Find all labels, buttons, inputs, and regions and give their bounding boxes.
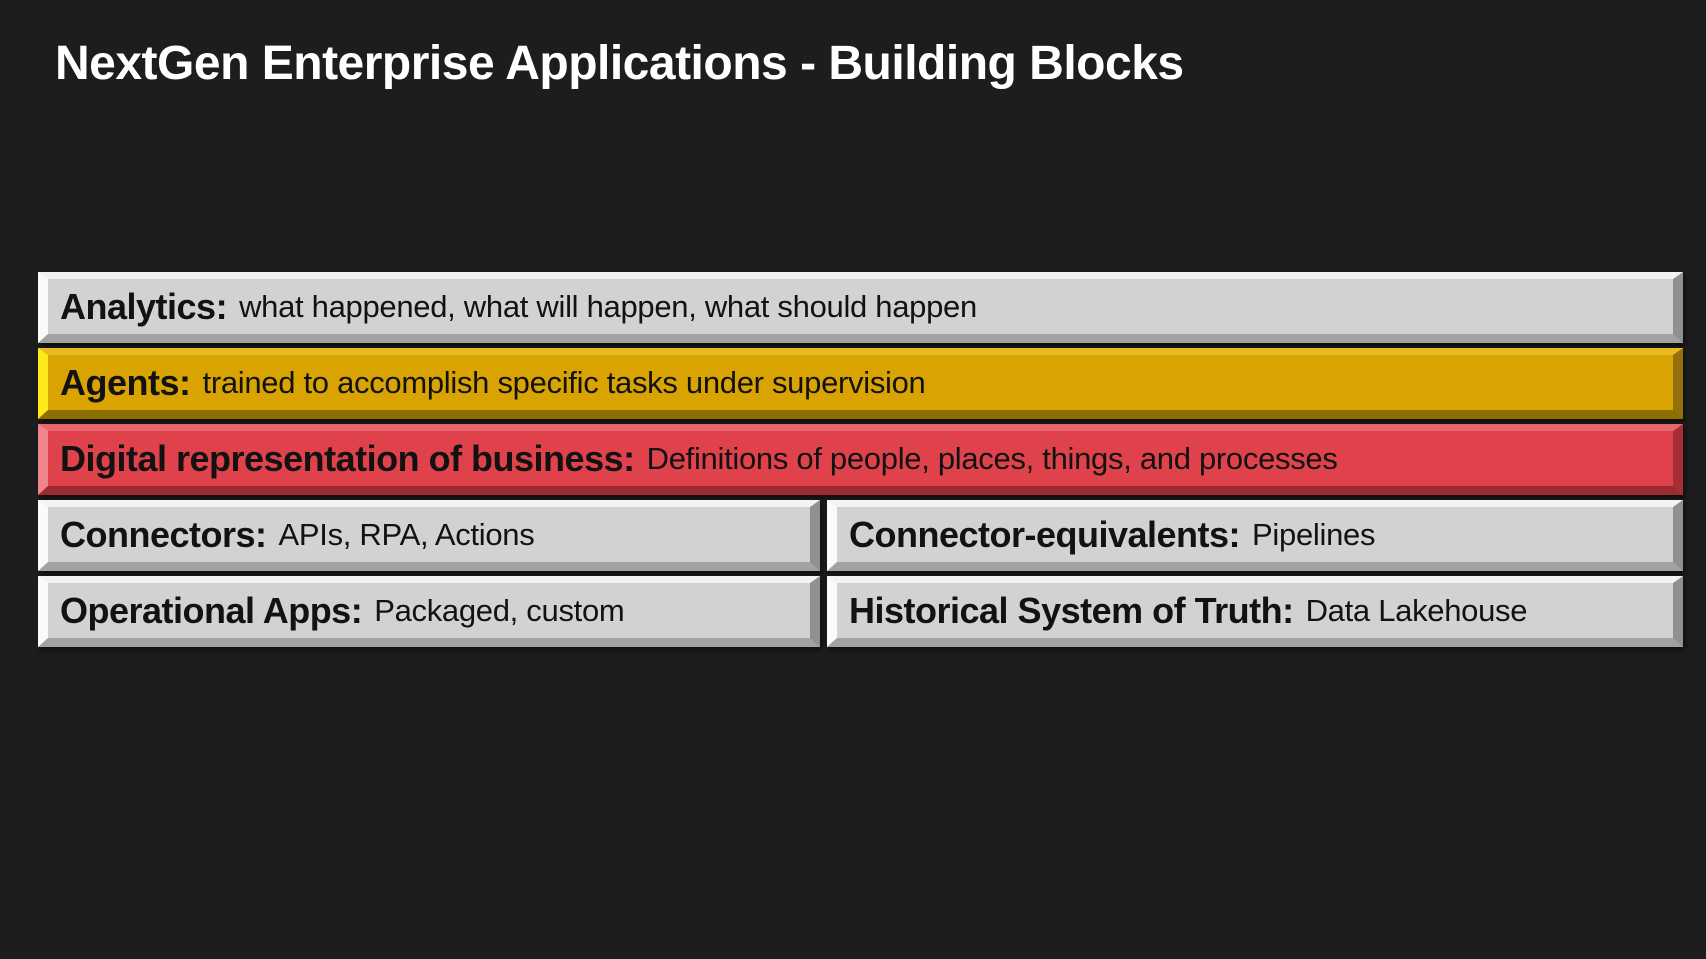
block-connectors: Connectors: APIs, RPA, Actions: [38, 500, 820, 571]
block-connectors-label: Connectors:: [60, 513, 267, 555]
block-historical-system-of-truth-description: Data Lakehouse: [1305, 592, 1528, 628]
block-connectors-description: APIs, RPA, Actions: [278, 516, 535, 552]
block-connector-equivalents-label: Connector-equivalents:: [849, 513, 1241, 555]
block-operational-apps-label: Operational Apps:: [60, 589, 363, 631]
row-agents: Agents: trained to accomplish specific t…: [38, 348, 1683, 419]
block-digital-representation-label: Digital representation of business:: [60, 437, 635, 479]
block-connector-equivalents-description: Pipelines: [1252, 516, 1376, 552]
building-blocks-stack: Analytics: what happened, what will happ…: [38, 272, 1683, 647]
block-historical-system-of-truth: Historical System of Truth: Data Lakehou…: [827, 576, 1683, 647]
block-analytics: Analytics: what happened, what will happ…: [38, 272, 1683, 343]
block-agents: Agents: trained to accomplish specific t…: [38, 348, 1683, 419]
block-operational-apps: Operational Apps: Packaged, custom: [38, 576, 820, 647]
slide-title: NextGen Enterprise Applications - Buildi…: [55, 37, 1184, 90]
block-historical-system-of-truth-label: Historical System of Truth:: [849, 589, 1294, 631]
block-agents-label: Agents:: [60, 361, 191, 403]
row-digital-representation: Digital representation of business: Defi…: [38, 424, 1683, 495]
block-digital-representation: Digital representation of business: Defi…: [38, 424, 1683, 495]
block-digital-representation-description: Definitions of people, places, things, a…: [646, 440, 1338, 476]
block-agents-description: trained to accomplish specific tasks und…: [202, 364, 926, 400]
block-operational-apps-description: Packaged, custom: [374, 592, 625, 628]
row-analytics: Analytics: what happened, what will happ…: [38, 272, 1683, 343]
block-analytics-description: what happened, what will happen, what sh…: [239, 288, 977, 324]
block-connector-equivalents: Connector-equivalents: Pipelines: [827, 500, 1683, 571]
row-connectors: Connectors: APIs, RPA, Actions Connector…: [38, 500, 1683, 571]
block-analytics-label: Analytics:: [60, 285, 228, 327]
row-operational-apps: Operational Apps: Packaged, custom Histo…: [38, 576, 1683, 647]
